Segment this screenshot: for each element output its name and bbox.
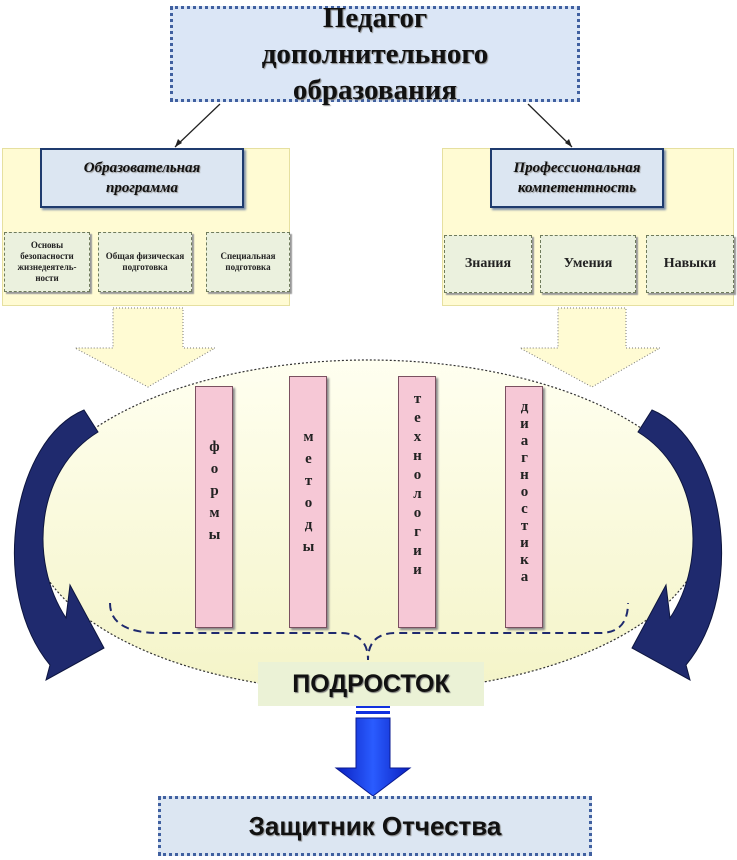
bar-diagnostics-text: диагностика	[516, 399, 533, 586]
professional-competence-box: Профессиональная компетентность	[490, 148, 664, 208]
teen-ellipse	[29, 359, 707, 693]
down-arrow-stripe-2	[356, 711, 390, 714]
left-sub-box-1: Основы безопасности жизнедеятель-ности	[4, 232, 90, 292]
right-sub-1-text: Знания	[464, 256, 512, 271]
left-sub-3-text: Специальная подготовка	[220, 251, 276, 272]
education-program-box: Образовательная программа	[40, 148, 244, 208]
down-arrow	[334, 717, 412, 797]
bar-technologies-text: технологии	[409, 391, 426, 581]
right-sub-2-text: Умения	[563, 256, 613, 271]
teacher-box: Педагог дополнительного образования	[170, 2, 580, 106]
left-big-arrow	[74, 307, 217, 388]
arrow-top-to-right-head	[565, 139, 572, 147]
right-big-arrow	[519, 307, 662, 388]
teen-label: ПОДРОСТОК	[258, 662, 484, 706]
teen-label-text: ПОДРОСТОК	[292, 669, 450, 698]
bar-forms-text: формы	[206, 439, 223, 549]
bar-methods: методы	[289, 376, 327, 628]
education-program-title: Образовательная программа	[83, 159, 201, 196]
left-sub-2-text: Общая физическая подготовка	[105, 251, 185, 272]
arrow-top-to-left-head	[175, 139, 182, 147]
defender-box: Защитник Отчества	[158, 796, 592, 856]
right-sub-3-text: Навыки	[663, 256, 717, 271]
left-sub-box-3: Специальная подготовка	[206, 232, 290, 292]
left-curved-arrow	[14, 409, 105, 682]
bar-diagnostics: диагностика	[505, 386, 543, 628]
right-sub-box-1: Знания	[444, 235, 532, 293]
down-arrow-stripe-1	[356, 705, 390, 708]
dashed-brace	[109, 602, 629, 661]
left-sub-box-2: Общая физическая подготовка	[98, 232, 192, 292]
arrow-top-to-left	[174, 103, 221, 148]
right-sub-box-2: Умения	[540, 235, 636, 293]
bar-technologies: технологии	[398, 376, 436, 628]
right-sub-box-3: Навыки	[646, 235, 734, 293]
arrow-top-to-right	[527, 103, 573, 148]
right-curved-arrow	[631, 409, 722, 682]
bar-methods-text: методы	[300, 429, 317, 561]
teacher-title: Педагог дополнительного образования	[261, 1, 489, 107]
defender-title: Защитник Отчества	[248, 810, 502, 841]
professional-competence-title: Профессиональная компетентность	[513, 159, 641, 196]
bar-forms: формы	[195, 386, 233, 628]
left-sub-1-text: Основы безопасности жизнедеятель-ности	[17, 240, 77, 283]
